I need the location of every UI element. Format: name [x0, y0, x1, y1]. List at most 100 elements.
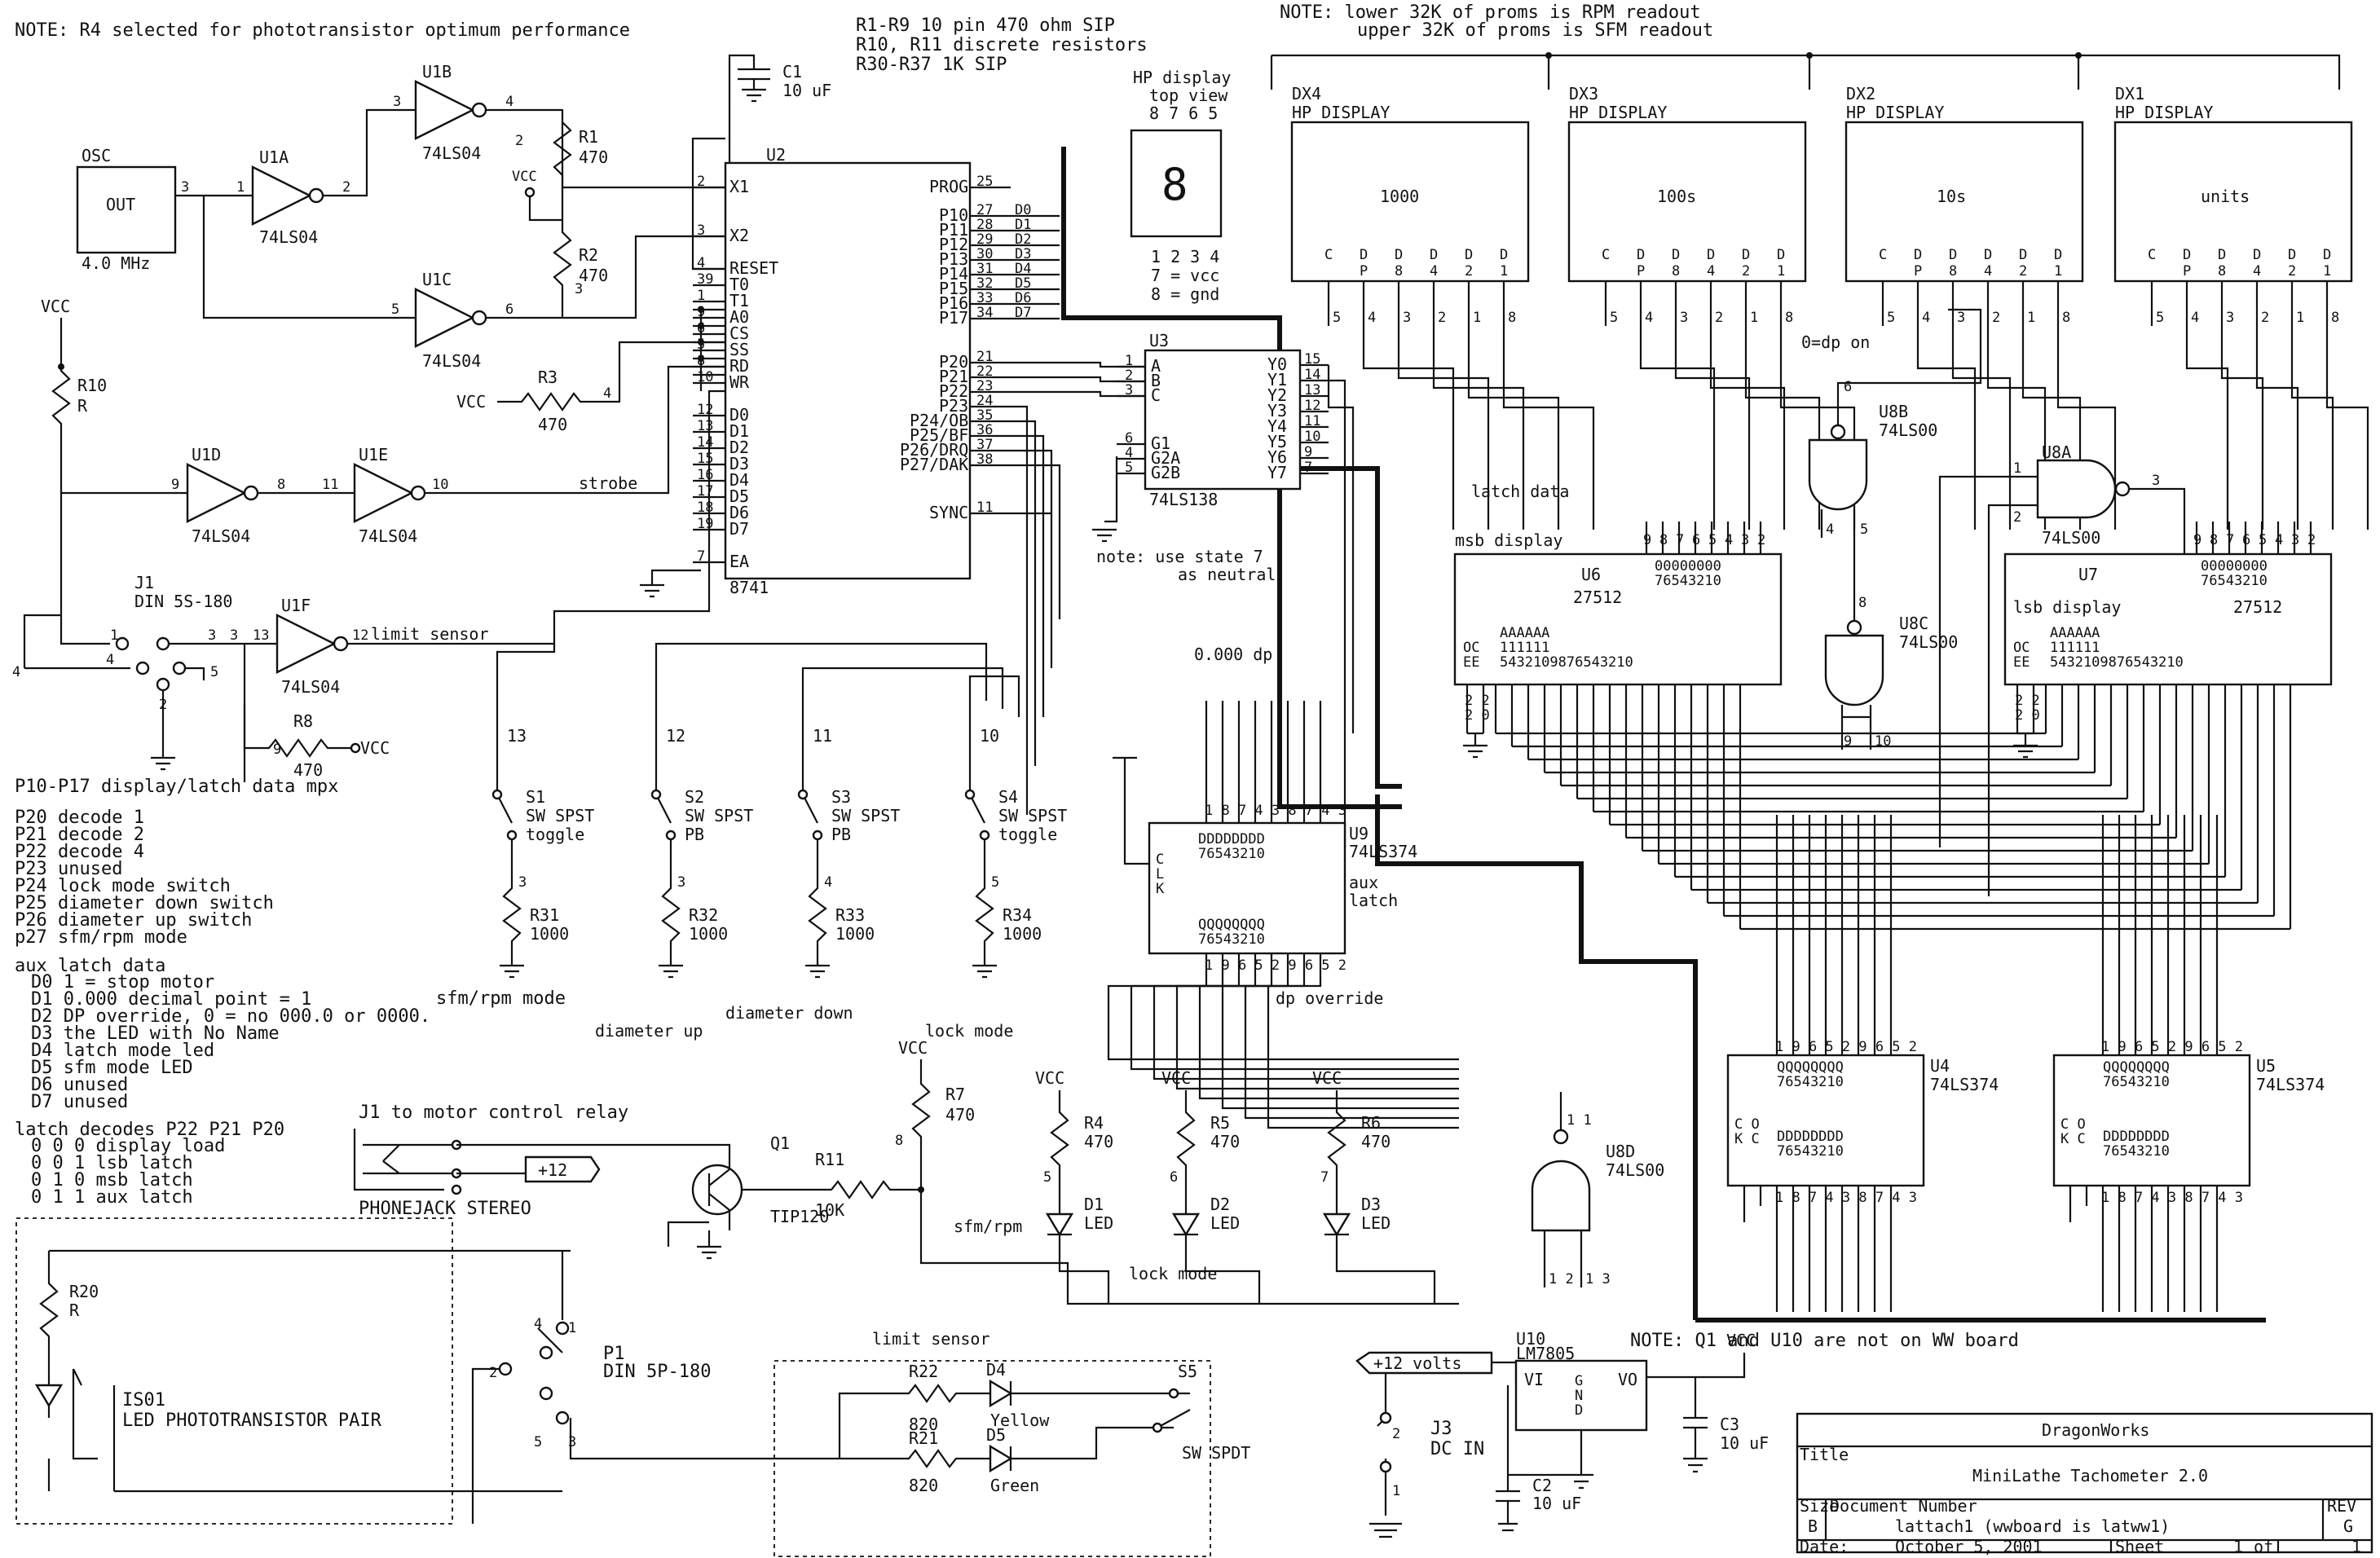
legend-aux-line: D0 1 = stop motor — [31, 972, 214, 992]
switch-ref: S4 — [998, 787, 1018, 807]
svg-text:1: 1 — [236, 179, 245, 196]
svg-text:76543210: 76543210 — [1777, 1074, 1844, 1090]
vcc-label: VCC — [456, 392, 486, 412]
bus-label-d4: D4 — [1015, 261, 1031, 277]
display-pin: D — [2288, 247, 2296, 263]
display-pin-num: 8 — [2062, 310, 2070, 326]
u2-pin-d2: D2 — [729, 438, 749, 457]
title-text: MiniLathe Tachometer 2.0 — [1972, 1466, 2208, 1485]
u2-pin-num: 22 — [976, 363, 993, 380]
svg-text:76543210: 76543210 — [1198, 846, 1265, 862]
bus-label-d1: D1 — [1015, 217, 1031, 233]
display-pin-num: 2 — [1715, 310, 1723, 326]
svg-text:QQQQQQQQ: QQQQQQQQ — [1777, 1059, 1844, 1076]
hp-display-digit: 8 — [1161, 159, 1188, 210]
svg-text:3: 3 — [208, 627, 216, 644]
u2-pin-num: 15 — [697, 451, 713, 467]
eprom-ctl-pin: 2 2 — [1465, 693, 1490, 709]
display-pin-num: 5 — [1887, 310, 1895, 326]
switch-kind: PB — [685, 825, 704, 844]
display-pin-num: 3 — [1403, 310, 1411, 326]
svg-text:R2: R2 — [579, 245, 598, 265]
u6-title: msb display — [1455, 530, 1562, 550]
u3-pin-num: 15 — [1304, 351, 1320, 367]
vcc-label: VCC — [898, 1038, 928, 1058]
u3-pin-num: 12 — [1304, 398, 1320, 414]
svg-text:AAAAAA: AAAAAA — [1500, 625, 1549, 641]
sheet-total: 1 — [2351, 1537, 2361, 1556]
display-type: HP DISPLAY — [1292, 103, 1390, 122]
u3-pin-b: B — [1151, 371, 1161, 390]
u2-pin-p25-bf: P25/BF — [910, 425, 968, 445]
display-pin-num: 4 — [2191, 310, 2199, 326]
oscillator: OSC OUT 4.0 MHz — [76, 146, 177, 273]
display-pin-num: 5 — [2156, 310, 2164, 326]
size-value: B — [1808, 1516, 1818, 1536]
switch-pin-num: 3 — [518, 874, 527, 891]
svg-text:DDDDDDDD: DDDDDDDD — [1198, 831, 1265, 847]
svg-text:QQQQQQQQ: QQQQQQQQ — [1198, 917, 1265, 933]
u3-pin-g1: G1 — [1151, 434, 1170, 453]
display-pin: 2 — [1742, 263, 1750, 279]
u1f-part: 74LS04 — [281, 677, 340, 697]
resistor-ref: R4 — [1084, 1113, 1104, 1133]
u2-pin-p20: P20 — [939, 352, 968, 372]
led-pin-num: 6 — [1170, 1169, 1178, 1186]
display-pin: 4 — [1984, 263, 1992, 279]
display-pin-num: 4 — [1922, 310, 1930, 326]
bus-label-d0: D0 — [1015, 202, 1031, 218]
u3-pin-y4: Y4 — [1267, 416, 1287, 436]
net-diameter-up: diameter up — [595, 1021, 703, 1041]
u2-pin-ea: EA — [729, 552, 749, 571]
svg-text:2: 2 — [1392, 1426, 1400, 1442]
legend-aux-line: D4 latch mode led — [31, 1041, 214, 1061]
r10-value: R — [77, 396, 88, 416]
size-label: Size — [1800, 1496, 1839, 1516]
display-label: 10s — [1937, 187, 1966, 206]
svg-text:D5: D5 — [986, 1425, 1006, 1445]
r2-value: 470 — [579, 266, 608, 285]
eprom-out-pin: 5 — [2259, 532, 2267, 548]
u2-pin-sync: SYNC — [929, 503, 968, 522]
u3-pin-y6: Y6 — [1267, 447, 1287, 467]
u8c-ref: U8C — [1899, 614, 1928, 633]
u8d-ref: U8D — [1606, 1142, 1635, 1161]
display-ref: DX3 — [1569, 84, 1598, 103]
u2-pin-num: 39 — [697, 271, 713, 288]
nand-u8d: U8D 74LS00 — [1531, 1129, 1664, 1232]
q1-ref: Q1 — [770, 1133, 790, 1153]
svg-text:D4: D4 — [986, 1360, 1006, 1380]
resistor-ref: R6 — [1361, 1113, 1381, 1133]
u2-pin-num: 21 — [976, 349, 993, 365]
u2-pin-num: 17 — [697, 483, 713, 500]
eprom-out-pin: 5 — [1708, 532, 1717, 548]
svg-text:J1: J1 — [134, 573, 154, 592]
inverter-u1c: U1C 74LS04 — [414, 270, 487, 371]
switch-type: SW SPST — [685, 806, 753, 825]
display-type: HP DISPLAY — [2115, 103, 2213, 122]
nand-u8c: U8C 74LS00 — [1824, 614, 1958, 706]
u2-pin-a0: A0 — [729, 307, 749, 327]
legend-port-line: P23 unused — [15, 859, 122, 879]
u2-pin-p26-drq: P26/DRQ — [900, 440, 968, 460]
inverter-u1a: U1A 74LS04 — [251, 147, 324, 247]
title-label: Title — [1800, 1445, 1849, 1464]
u2-pin-p21: P21 — [939, 367, 968, 386]
legend-aux-line: D1 0.000 decimal point = 1 — [31, 989, 311, 1010]
u3-pin-num: 9 — [1304, 444, 1312, 460]
u7-title: lsb display — [2013, 597, 2121, 617]
eprom-out-pin: 9 — [1643, 532, 1651, 548]
svg-text:AAAAAA: AAAAAA — [2050, 625, 2100, 641]
eprom-out-pin: 2 — [1757, 532, 1765, 548]
svg-text:5: 5 — [534, 1434, 542, 1450]
u2-pin-num: 13 — [697, 418, 713, 434]
display-pin: P — [1914, 263, 1922, 279]
svg-text:K C: K C — [2060, 1131, 2086, 1147]
latch-d-pins: 1 8 7 4 3 8 7 4 3 — [2101, 1190, 2243, 1206]
svg-text:4: 4 — [1826, 522, 1834, 538]
svg-text:N: N — [1575, 1388, 1583, 1404]
eprom-ctl-pin: 2 0 — [2015, 707, 2040, 724]
svg-text:1 3: 1 3 — [1585, 1271, 1611, 1287]
svg-text:C1: C1 — [782, 62, 802, 81]
